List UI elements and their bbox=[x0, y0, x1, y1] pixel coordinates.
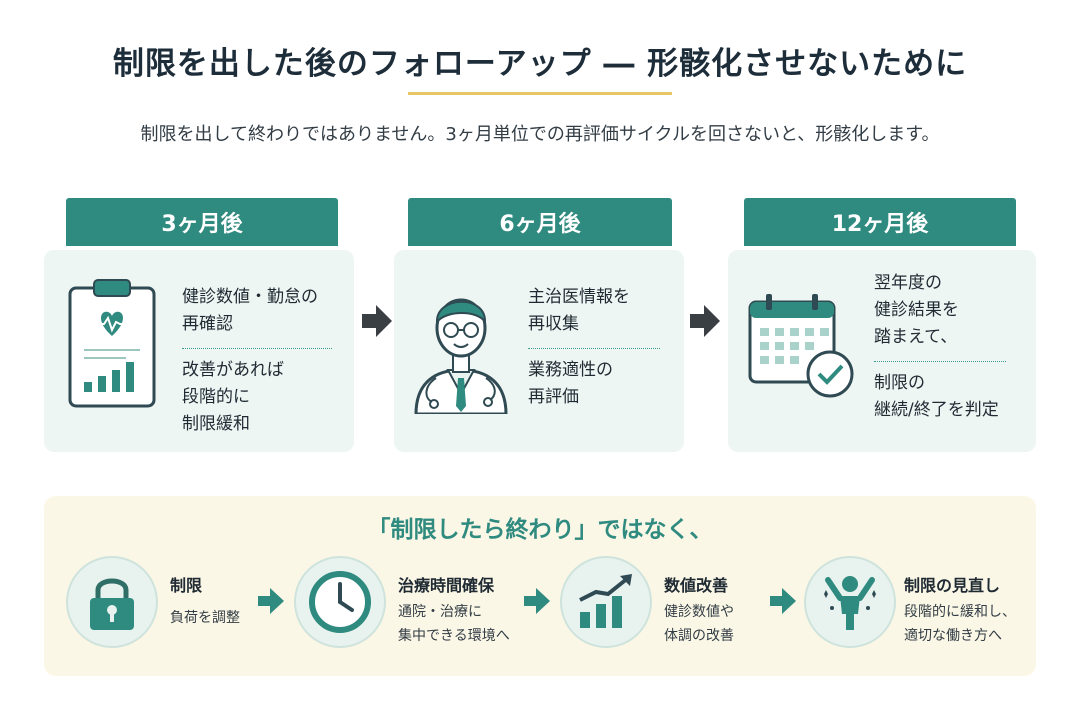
step-desc-line: 段階的に緩和し、 bbox=[904, 604, 1016, 620]
intro-text: 制限を出して終わりではありません。3ヶ月単位での再評価サイクルを回さないと、形骸… bbox=[140, 124, 940, 145]
stage-secondary-line: 制限の bbox=[874, 373, 925, 393]
stage-header-3-months: 3ヶ月後 bbox=[66, 198, 338, 246]
arrow-right-icon bbox=[362, 305, 392, 341]
doctor-icon bbox=[406, 274, 516, 418]
stage-primary-line: 健診数値・勤怠の bbox=[182, 287, 318, 307]
arrow-right-icon bbox=[258, 588, 284, 618]
step-desc-review: 段階的に緩和し、 適切な働き方へ bbox=[904, 600, 1016, 648]
step-title-improvement: 数値改善 bbox=[664, 576, 729, 595]
stage-text-12-months: 翌年度の 健診結果を 踏まえて、 制限の 継続/終了を判定 bbox=[874, 270, 1006, 424]
stage-primary-line: 翌年度の bbox=[874, 273, 942, 293]
stage-primary-line: 踏まえて、 bbox=[874, 327, 958, 347]
clipboard-heart-chart-icon bbox=[66, 278, 158, 414]
step-desc-line: 健診数値や bbox=[664, 604, 734, 620]
stage-text-6-months: 主治医情報を 再収集 業務適性の 再評価 bbox=[528, 284, 660, 411]
arrow-right-icon bbox=[770, 588, 796, 618]
dotted-divider bbox=[182, 348, 332, 349]
stage-secondary-line: 業務適性の bbox=[528, 360, 613, 380]
arrow-right-icon bbox=[524, 588, 550, 618]
step-desc-line: 負荷を調整 bbox=[170, 610, 240, 626]
calendar-check-icon bbox=[746, 290, 858, 406]
step-desc-line: 通院・治療に bbox=[398, 604, 482, 620]
stage-secondary-line: 段階的に bbox=[182, 387, 250, 407]
stage-secondary-line: 継続/終了を判定 bbox=[874, 400, 999, 420]
stage-card-6-months: 主治医情報を 再収集 業務適性の 再評価 bbox=[394, 250, 684, 452]
arrow-right-icon bbox=[690, 305, 720, 341]
stage-secondary-line: 改善があれば bbox=[182, 360, 284, 380]
stage-header-6-months: 6ヶ月後 bbox=[408, 198, 672, 246]
stage-primary-line: 再収集 bbox=[528, 314, 579, 334]
clock-icon bbox=[294, 556, 386, 648]
stage-text-3-months: 健診数値・勤怠の 再確認 改善があれば 段階的に 制限緩和 bbox=[182, 284, 332, 438]
stage-secondary-line: 再評価 bbox=[528, 387, 579, 407]
step-desc-line: 適切な働き方へ bbox=[904, 628, 1002, 644]
step-desc-improvement: 健診数値や 体調の改善 bbox=[664, 600, 734, 648]
dotted-divider bbox=[874, 361, 1006, 362]
stage-card-3-months: 健診数値・勤怠の 再確認 改善があれば 段階的に 制限緩和 bbox=[44, 250, 354, 452]
stage-card-12-months: 翌年度の 健診結果を 踏まえて、 制限の 継続/終了を判定 bbox=[728, 250, 1036, 452]
stage-primary-line: 主治医情報を bbox=[528, 287, 630, 307]
step-title-restriction: 制限 bbox=[170, 576, 203, 595]
celebrating-person-icon bbox=[804, 556, 896, 648]
title-underline bbox=[408, 92, 672, 95]
step-desc-line: 集中できる環境へ bbox=[398, 628, 510, 644]
page-title: 制限を出した後のフォローアップ ― 形骸化させないために bbox=[112, 46, 968, 82]
dotted-divider bbox=[528, 348, 660, 349]
step-title-review: 制限の見直し bbox=[904, 576, 1001, 595]
step-desc-treatment-time: 通院・治療に 集中できる環境へ bbox=[398, 600, 510, 648]
stage-secondary-line: 制限緩和 bbox=[182, 414, 250, 434]
lock-icon bbox=[66, 556, 158, 648]
stage-header-12-months: 12ヶ月後 bbox=[744, 198, 1016, 246]
step-desc-restriction: 負荷を調整 bbox=[170, 606, 240, 630]
step-desc-line: 体調の改善 bbox=[664, 628, 734, 644]
stage-primary-line: 再確認 bbox=[182, 314, 233, 334]
cycle-heading: 「制限したら終わり」ではなく、 bbox=[367, 517, 713, 543]
step-title-treatment-time: 治療時間確保 bbox=[398, 576, 495, 595]
rising-bar-chart-icon bbox=[560, 556, 652, 648]
stage-primary-line: 健診結果を bbox=[874, 300, 959, 320]
